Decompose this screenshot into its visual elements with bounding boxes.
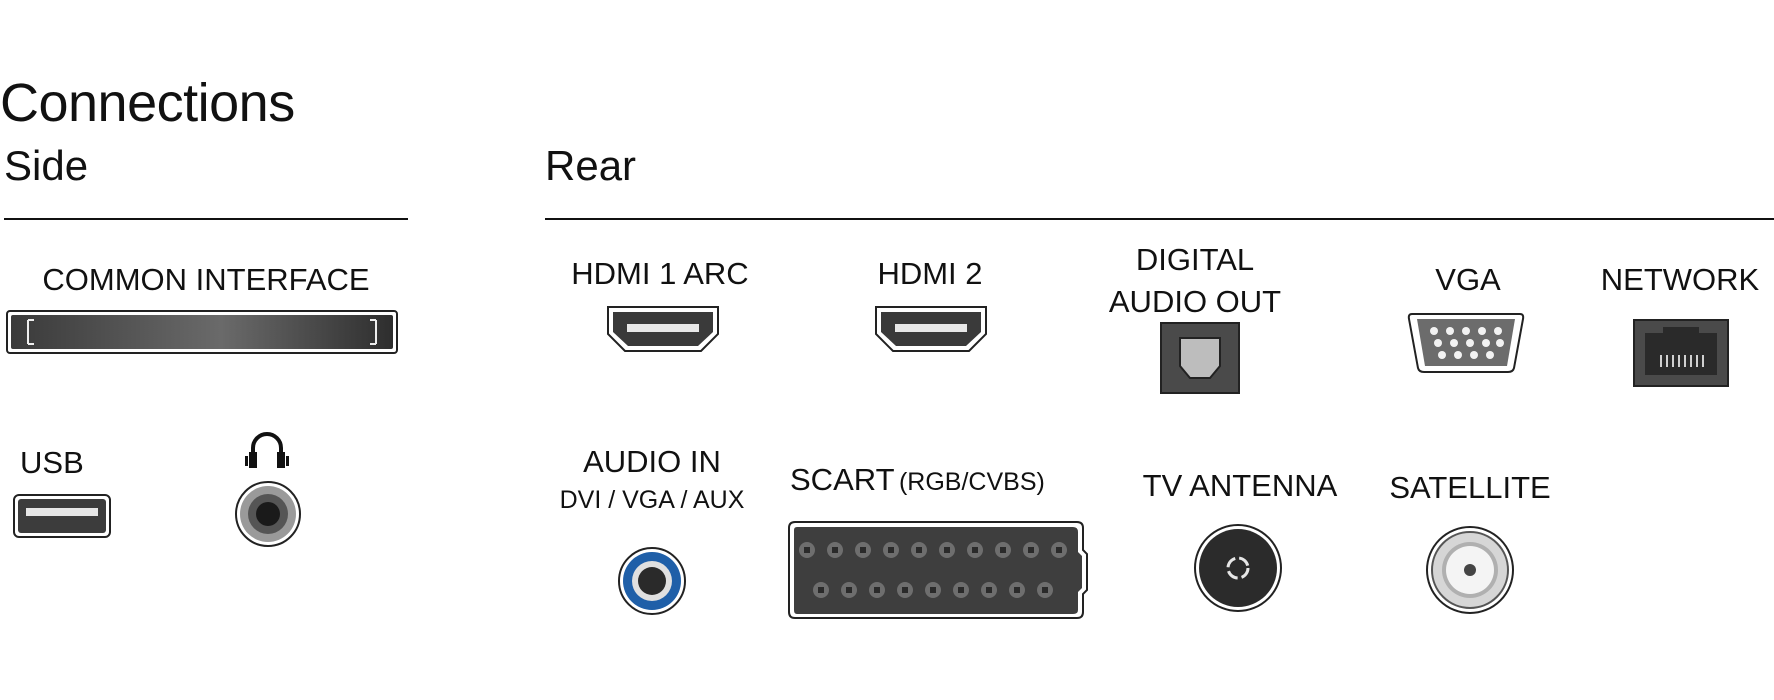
common-interface-label: COMMON INTERFACE bbox=[42, 262, 370, 297]
side-divider bbox=[4, 218, 408, 220]
headphone-icon bbox=[245, 432, 289, 468]
audio-in-sublabel: DVI / VGA / AUX bbox=[559, 486, 745, 514]
digital-audio-out-label-line2: AUDIO OUT bbox=[1108, 284, 1282, 319]
vga-label: VGA bbox=[1435, 262, 1501, 297]
audio-in-label: AUDIO IN bbox=[583, 444, 721, 479]
scart-label-group: SCART (RGB/CVBS) bbox=[790, 462, 1045, 498]
scart-sublabel: (RGB/CVBS) bbox=[898, 468, 1045, 496]
digital-audio-out-label-line1: DIGITAL bbox=[1135, 242, 1255, 277]
vga-port-icon bbox=[1407, 313, 1525, 373]
audio-in-jack-icon bbox=[618, 547, 686, 615]
hdmi1-port-icon bbox=[607, 306, 719, 352]
rear-section-title: Rear bbox=[545, 142, 637, 189]
rear-divider bbox=[545, 218, 1774, 220]
side-section-title: Side bbox=[4, 142, 89, 189]
network-label: NETWORK bbox=[1600, 262, 1760, 297]
hdmi1-label: HDMI 1 ARC bbox=[571, 256, 749, 291]
scart-port-icon bbox=[788, 521, 1088, 619]
page-title: Connections bbox=[0, 73, 295, 133]
optical-audio-port-icon bbox=[1160, 322, 1240, 394]
tv-antenna-label: TV ANTENNA bbox=[1142, 468, 1338, 503]
ethernet-port-icon bbox=[1633, 319, 1729, 387]
antenna-port-icon bbox=[1194, 524, 1282, 612]
hdmi2-port-icon bbox=[875, 306, 987, 352]
satellite-label: SATELLITE bbox=[1389, 470, 1551, 505]
usb-port-icon bbox=[13, 494, 111, 538]
headphone-jack-icon bbox=[235, 481, 301, 547]
common-interface-slot-icon bbox=[6, 310, 398, 354]
usb-label: USB bbox=[20, 445, 84, 480]
scart-label: SCART bbox=[790, 462, 895, 497]
hdmi2-label: HDMI 2 bbox=[877, 256, 983, 291]
satellite-port-icon bbox=[1426, 526, 1514, 614]
